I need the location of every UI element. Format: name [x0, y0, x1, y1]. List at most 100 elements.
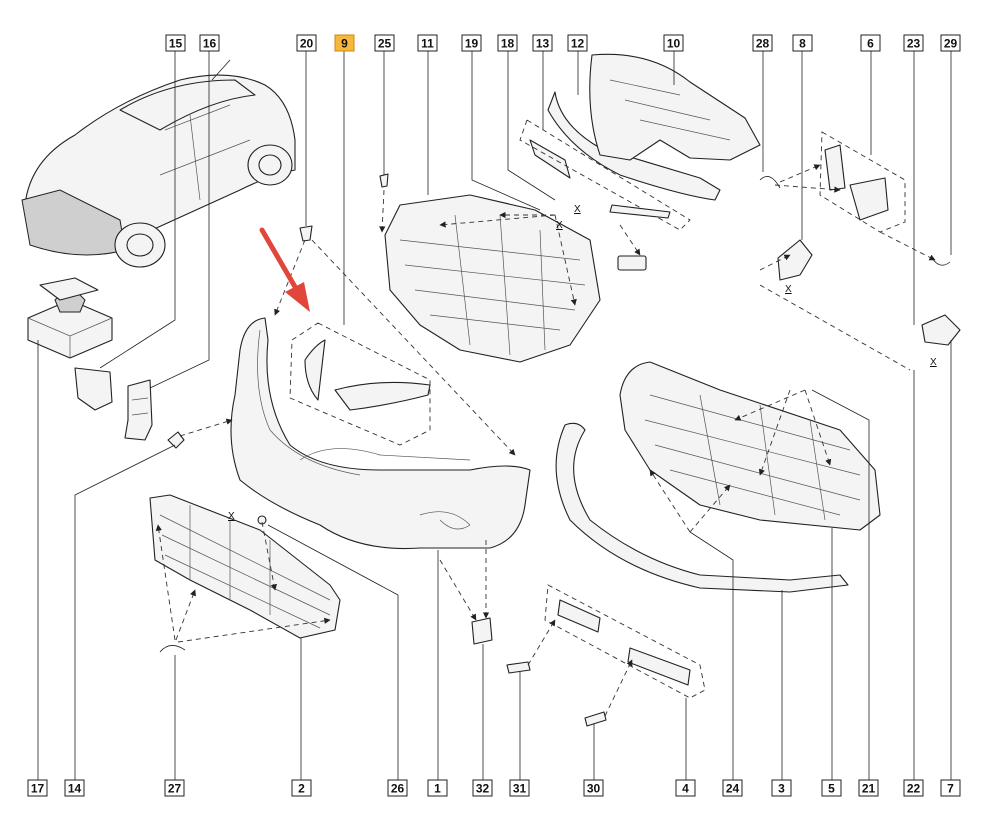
svg-text:21: 21	[862, 782, 876, 796]
callout-13: 13	[532, 34, 553, 52]
svg-text:2: 2	[298, 782, 305, 796]
car-illustration	[21, 59, 296, 268]
callouts-top: 15 16 20 9 25 11 19 18 13 12 10 28 8 6 2…	[165, 34, 961, 52]
callout-21: 21	[858, 779, 879, 797]
part-lip-spoiler	[555, 422, 849, 593]
callout-15: 15	[165, 34, 186, 52]
part-clip-27	[159, 645, 186, 653]
svg-text:6: 6	[867, 37, 874, 51]
part-screw-25	[379, 173, 389, 188]
callout-6: 6	[860, 34, 881, 52]
part-front-bumper	[230, 317, 531, 550]
part-clip-28	[759, 176, 781, 189]
callout-8: 8	[792, 34, 813, 52]
part-bracket-8	[777, 239, 813, 281]
svg-text:22: 22	[907, 782, 921, 796]
part-grille-frame	[384, 194, 601, 363]
callout-31: 31	[509, 779, 530, 797]
svg-text:5: 5	[828, 782, 835, 796]
red-pointer-arrow	[259, 227, 310, 312]
part-bolt-31	[506, 661, 531, 674]
svg-text:17: 17	[31, 782, 45, 796]
x-mark: X	[785, 284, 792, 295]
svg-text:15: 15	[169, 37, 183, 51]
callout-11: 11	[417, 34, 438, 52]
part-screw-20	[299, 225, 313, 242]
part-tow-cover-32	[471, 617, 493, 645]
part-bracket-7	[921, 314, 961, 346]
svg-text:25: 25	[378, 37, 392, 51]
part-clip-14	[167, 431, 185, 449]
svg-text:14: 14	[68, 782, 82, 796]
svg-text:30: 30	[587, 782, 601, 796]
callout-29: 29	[940, 34, 961, 52]
part-grille-emblem-panel-10	[589, 53, 761, 161]
callout-32: 32	[472, 779, 493, 797]
svg-text:8: 8	[799, 37, 806, 51]
svg-text:4: 4	[682, 782, 689, 796]
svg-text:3: 3	[778, 782, 785, 796]
svg-text:16: 16	[203, 37, 217, 51]
part-bracket-set-6	[819, 131, 906, 233]
part-bracket-16	[124, 379, 153, 441]
callout-23: 23	[903, 34, 924, 52]
callout-22: 22	[903, 779, 924, 797]
part-clip-19	[617, 255, 647, 271]
svg-text:26: 26	[391, 782, 405, 796]
svg-text:11: 11	[421, 37, 434, 51]
part-absorber-set-4	[544, 584, 706, 699]
callout-3: 3	[771, 779, 792, 797]
callout-18: 18	[497, 34, 518, 52]
callout-20: 20	[296, 34, 317, 52]
callout-16: 16	[199, 34, 220, 52]
callout-26: 26	[387, 779, 408, 797]
x-marks: X X X X X	[228, 204, 937, 522]
svg-text:10: 10	[667, 37, 681, 51]
callout-9-highlighted: 9	[334, 34, 355, 52]
callouts-bottom: 17 14 27 2 26 1 32 31 30 4 24 3 5 21 22 …	[27, 779, 961, 797]
callout-27: 27	[164, 779, 185, 797]
svg-text:20: 20	[300, 37, 314, 51]
callout-7: 7	[940, 779, 961, 797]
svg-text:13: 13	[536, 37, 550, 51]
svg-text:28: 28	[756, 37, 770, 51]
callout-19: 19	[461, 34, 482, 52]
callout-10: 10	[663, 34, 684, 52]
part-strip-18	[519, 119, 691, 231]
part-grille-strip-13	[529, 139, 571, 179]
svg-text:7: 7	[947, 782, 954, 796]
x-mark: X	[574, 204, 581, 215]
part-kit-box	[27, 277, 113, 359]
svg-text:18: 18	[501, 37, 515, 51]
svg-text:24: 24	[726, 782, 740, 796]
part-bracket-15	[74, 367, 113, 411]
part-clip-29	[931, 257, 951, 266]
callout-1: 1	[427, 779, 448, 797]
part-bolt-30	[584, 711, 607, 727]
callout-4: 4	[675, 779, 696, 797]
part-trim-group	[289, 322, 431, 446]
callout-25: 25	[374, 34, 395, 52]
callout-12: 12	[567, 34, 588, 52]
svg-text:12: 12	[571, 37, 585, 51]
callout-2: 2	[291, 779, 312, 797]
part-undertray	[619, 361, 881, 531]
x-mark: X	[930, 357, 937, 368]
x-mark: X	[556, 220, 563, 231]
callout-30: 30	[583, 779, 604, 797]
svg-text:1: 1	[434, 782, 441, 796]
callout-24: 24	[722, 779, 743, 797]
svg-text:23: 23	[907, 37, 921, 51]
svg-text:32: 32	[476, 782, 490, 796]
callout-28: 28	[752, 34, 773, 52]
svg-text:31: 31	[513, 782, 527, 796]
callout-17: 17	[27, 779, 48, 797]
part-lower-grille	[149, 494, 341, 639]
x-mark: X	[228, 511, 235, 522]
callout-14: 14	[64, 779, 85, 797]
part-grille-trim-12	[547, 91, 721, 201]
svg-text:19: 19	[465, 37, 479, 51]
callout-leaders	[37, 51, 952, 780]
svg-text:27: 27	[168, 782, 182, 796]
